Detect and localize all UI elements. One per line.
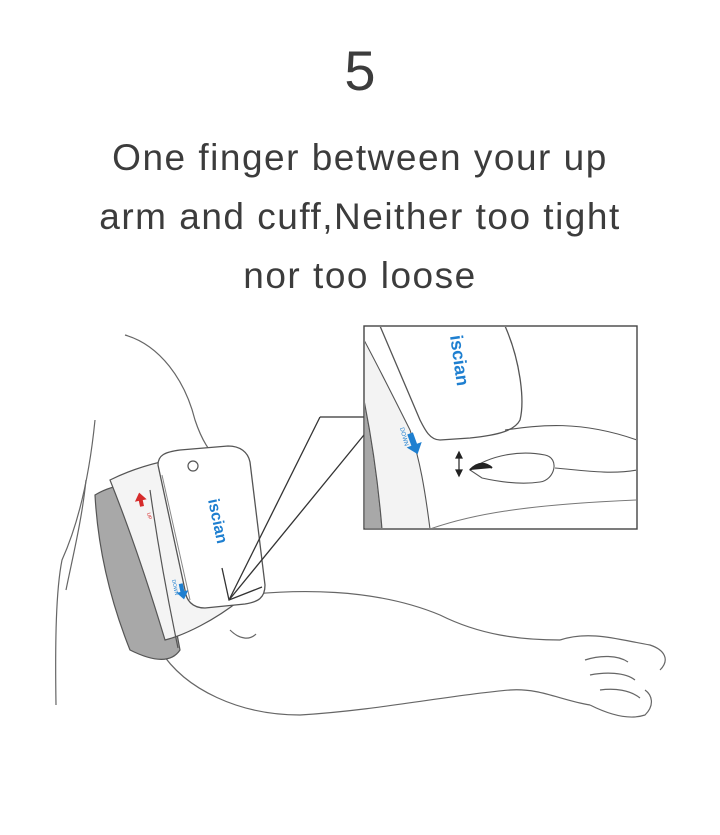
callout-lines	[221, 416, 369, 601]
double-arrow-icon	[455, 450, 463, 478]
caption-line-3: nor too loose	[243, 255, 477, 296]
inset-down-arrow-icon	[406, 432, 422, 455]
arm-outline	[159, 590, 666, 718]
step-number: 5	[344, 39, 376, 102]
step-caption: One finger between your up arm and cuff,…	[0, 128, 720, 305]
caption-line-2: arm and cuff,Neither too tight	[99, 196, 621, 237]
down-label: DOWN	[170, 579, 179, 596]
device-button	[187, 460, 199, 472]
caption-line-1: One finger between your up	[112, 137, 608, 178]
inset-down-label: DOWN	[398, 427, 409, 447]
down-arrow-icon	[176, 583, 189, 600]
monitor-device	[157, 445, 266, 609]
zoom-inset: iscian DOWN	[363, 325, 638, 530]
up-arrow-icon	[134, 492, 147, 507]
up-label: UP	[145, 512, 152, 521]
cuff: iscian UP DOWN	[94, 445, 266, 660]
finger	[469, 452, 555, 484]
